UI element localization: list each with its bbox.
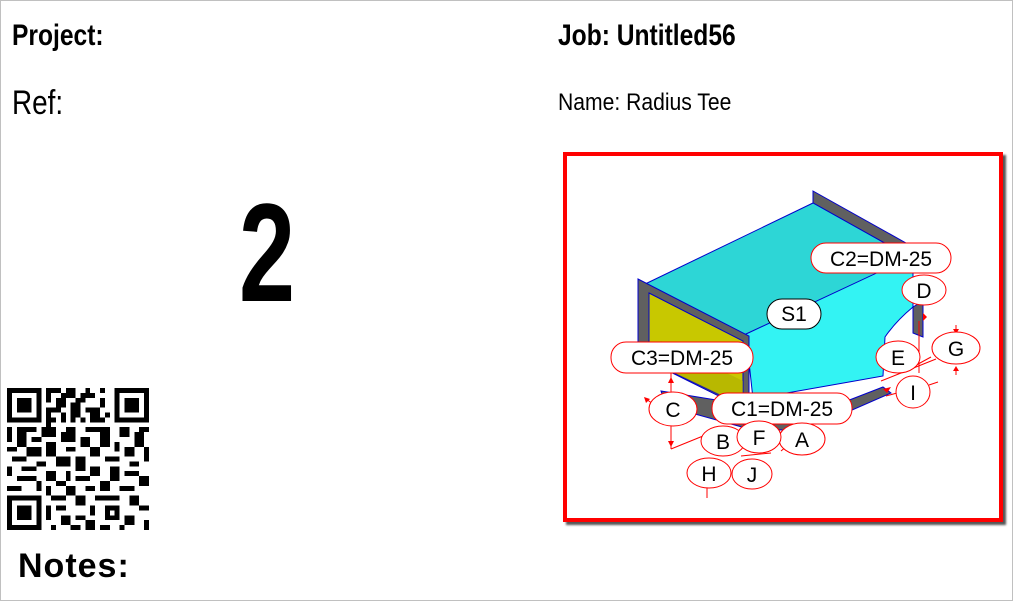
tag-c2: C2=DM-25: [810, 242, 952, 274]
tag-j: J: [731, 458, 773, 490]
tag-i-text: I: [910, 382, 916, 405]
tag-h: H: [686, 457, 732, 489]
tag-c-text: C: [665, 399, 680, 422]
tag-f-text: F: [753, 427, 766, 450]
tag-a: A: [778, 422, 826, 456]
tag-g: G: [931, 331, 981, 365]
tag-i: I: [895, 375, 931, 409]
tag-d: D: [901, 274, 947, 306]
tag-b-text: B: [716, 431, 730, 454]
item-name-label: Name: Radius Tee: [558, 89, 732, 116]
tag-c: C: [648, 391, 698, 427]
tag-d-text: D: [916, 280, 931, 303]
tag-s1-text: S1: [781, 303, 807, 326]
job-label: Job: Untitled56: [558, 19, 736, 52]
tag-a-text: A: [795, 429, 809, 452]
tag-j-text: J: [747, 464, 758, 487]
tag-c1: C1=DM-25: [711, 392, 853, 425]
project-label: Project:: [12, 19, 104, 52]
tag-c3-text: C3=DM-25: [631, 347, 733, 370]
tag-g-text: G: [948, 338, 964, 361]
qr-code-icon: [7, 388, 149, 530]
tag-s1: S1: [766, 298, 822, 330]
tag-c1-text: C1=DM-25: [731, 398, 833, 421]
tag-c3: C3=DM-25: [610, 341, 754, 374]
tag-c2-text: C2=DM-25: [830, 248, 932, 271]
notes-label: Notes:: [18, 547, 130, 585]
tag-h-text: H: [701, 463, 716, 486]
ref-label: Ref:: [12, 84, 64, 122]
flange-d: [912, 300, 924, 338]
tag-f: F: [736, 420, 782, 454]
tag-e: E: [875, 340, 921, 374]
tag-e-text: E: [891, 347, 905, 370]
fitting-drawing: C2=DM-25 D S1 C3=DM-25 E G I C: [610, 190, 981, 498]
page-number: 2: [239, 174, 296, 331]
